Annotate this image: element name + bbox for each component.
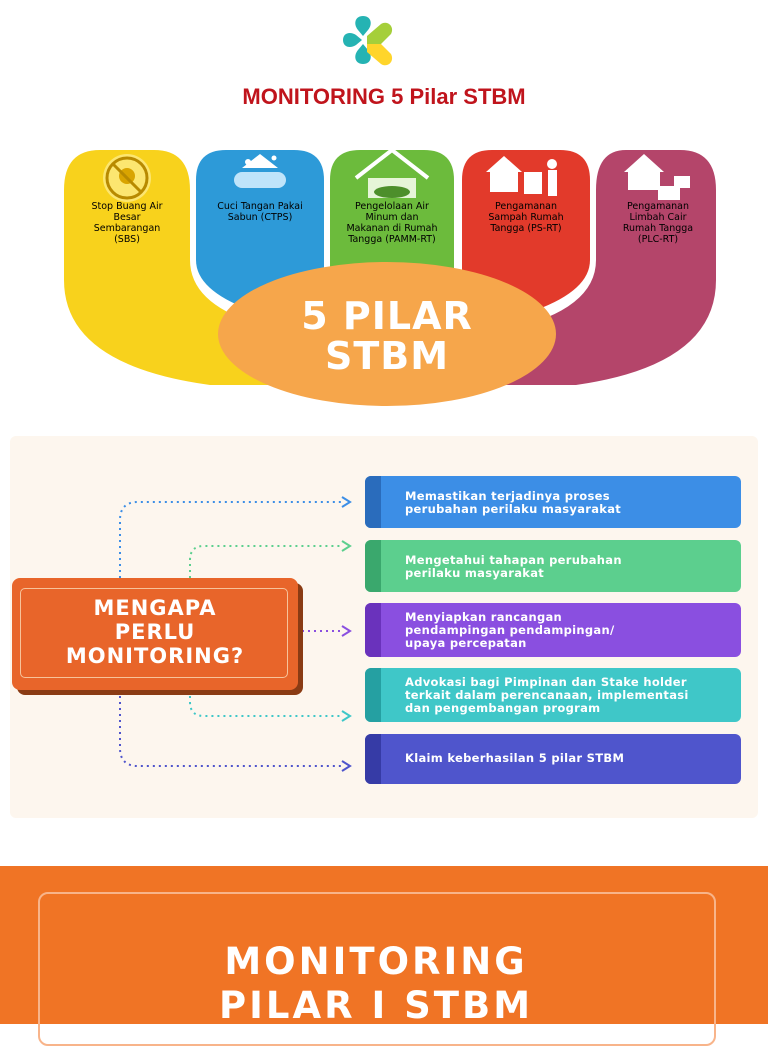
- page-title: MONITORING 5 Pilar STBM: [242, 84, 526, 109]
- reason-2-line2: perilaku masyarakat: [405, 566, 545, 580]
- why-line1: MENGAPA: [93, 596, 217, 620]
- no-defecation-icon: [103, 154, 151, 202]
- kemenkes-logo-icon: [337, 12, 399, 74]
- reason-3-line2: pendampingan pendampingan/: [405, 623, 615, 637]
- pillar-label-pamm: Pengelolaan Air Minum dan Makanan di Rum…: [346, 201, 438, 245]
- reason-3-line1: Menyiapkan rancangan: [405, 610, 563, 624]
- house-wastewater-icon: [624, 154, 690, 200]
- why-line3: MONITORING?: [65, 644, 245, 668]
- pillar-plcrt: [506, 150, 716, 385]
- center-title-line2: STBM: [324, 334, 450, 378]
- reason-item: Memastikan terjadinya proses perubahan p…: [365, 476, 741, 528]
- reason-item: Mengetahui tahapan perubahan perilaku ma…: [365, 540, 741, 592]
- reason-item: Advokasi bagi Pimpinan dan Stake holder …: [365, 668, 741, 722]
- pillar-label-plcrt: Pengamanan Limbah Cair Rumah Tangga (PLC…: [622, 201, 694, 245]
- why-monitoring-inner-frame: [20, 588, 288, 678]
- reason-item: Menyiapkan rancangan pendampingan pendam…: [365, 603, 741, 657]
- banner-line1: MONITORING: [224, 940, 528, 983]
- reason-4-line1: Advokasi bagi Pimpinan dan Stake holder: [405, 675, 687, 689]
- pillar-pamm: [330, 150, 454, 280]
- connector-arrows: [119, 496, 352, 772]
- pillar-label-sbs: Stop Buang Air Besar Sembarangan (SBS): [91, 201, 163, 245]
- center-oval: [218, 262, 556, 406]
- why-line2: PERLU: [114, 620, 196, 644]
- reason-2-line1: Mengetahui tahapan perubahan: [405, 553, 622, 567]
- reason-4-line3: dan pengembangan program: [405, 701, 601, 715]
- center-title: 5 PILAR STBM: [218, 296, 556, 376]
- waste-bin-icon: [486, 156, 557, 196]
- reason-5-line1: Klaim keberhasilan 5 pilar STBM: [405, 751, 625, 765]
- food-water-house-icon: [354, 147, 430, 198]
- pillar-label-ctps: Cuci Tangan Pakai Sabun (CTPS): [217, 201, 303, 223]
- why-monitoring-heading: MENGAPA PERLU MONITORING?: [14, 596, 296, 668]
- pillar-ctps: [196, 150, 324, 310]
- reason-4-line2: terkait dalam perencanaan, implementasi: [405, 688, 689, 702]
- banner-line2: PILAR I STBM: [218, 984, 534, 1027]
- center-title-line1: 5 PILAR: [301, 294, 473, 338]
- why-monitoring-box: [12, 578, 298, 690]
- reason-1-line2: perubahan perilaku masyarakat: [405, 502, 622, 516]
- bottom-banner-title: MONITORING PILAR I STBM: [38, 940, 714, 1028]
- reason-3-line3: upaya percepatan: [405, 636, 527, 650]
- reason-1-line1: Memastikan terjadinya proses: [405, 489, 610, 503]
- hand-washing-icon: [234, 154, 286, 188]
- reason-item: Klaim keberhasilan 5 pilar STBM: [365, 734, 741, 784]
- pillar-label-psrt: Pengamanan Sampah Rumah Tangga (PS-RT): [488, 201, 564, 234]
